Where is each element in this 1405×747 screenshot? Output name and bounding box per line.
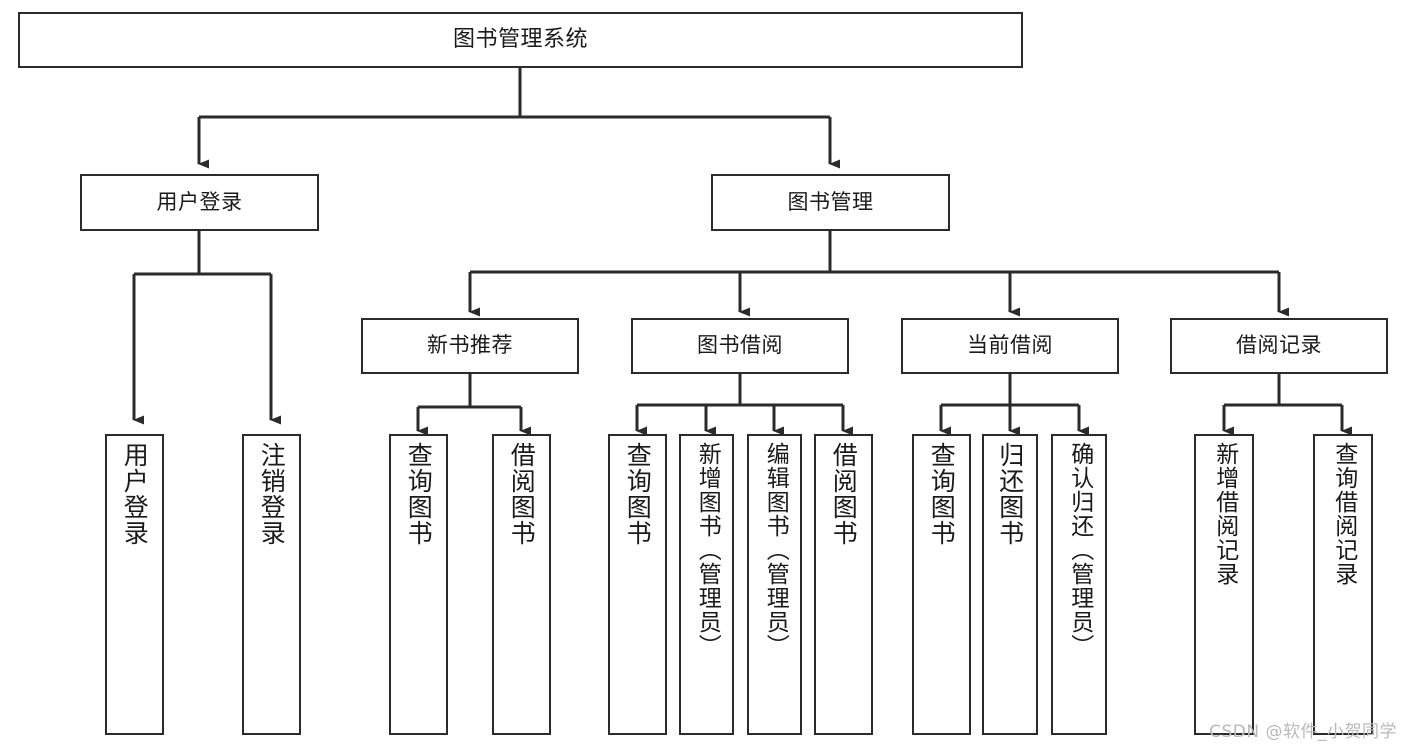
node-label: 编辑图书（管理员） <box>762 442 789 658</box>
node-label: 查询图书 <box>404 442 434 546</box>
node-new-book-recommend[interactable]: 新书推荐 <box>361 318 579 374</box>
node-label: 借阅记录 <box>1236 333 1322 358</box>
node-label: 图书管理 <box>787 189 874 214</box>
watermark-text: CSDN @软件_小贺同学 <box>1209 722 1397 742</box>
leaf-query-book-recommend[interactable]: 查询图书 <box>389 434 448 735</box>
leaf-return-book[interactable]: 归还图书 <box>982 434 1038 735</box>
node-label: 新书推荐 <box>427 333 513 358</box>
node-label: 用户登录 <box>120 442 150 546</box>
leaf-add-borrow-record[interactable]: 新增借阅记录 <box>1194 434 1254 735</box>
node-book-borrow[interactable]: 图书借阅 <box>631 318 849 374</box>
node-book-management[interactable]: 图书管理 <box>711 174 950 231</box>
node-label: 借阅图书 <box>829 442 859 546</box>
node-label: 查询图书 <box>927 442 957 546</box>
leaf-logout[interactable]: 注销登录 <box>242 434 301 735</box>
node-label: 新增借阅记录 <box>1211 442 1238 586</box>
node-root-system[interactable]: 图书管理系统 <box>18 12 1023 68</box>
leaf-confirm-return[interactable]: 确认归还（管理员） <box>1051 434 1107 735</box>
node-label: 注销登录 <box>257 442 287 546</box>
node-label: 当前借阅 <box>967 333 1053 358</box>
node-label: 借阅图书 <box>507 442 537 546</box>
leaf-query-book-current[interactable]: 查询图书 <box>912 434 971 735</box>
node-borrow-record[interactable]: 借阅记录 <box>1170 318 1388 374</box>
leaf-borrow-book[interactable]: 借阅图书 <box>814 434 873 735</box>
node-label: 用户登录 <box>156 189 243 214</box>
node-label: 查询借阅记录 <box>1330 442 1357 586</box>
node-current-borrow[interactable]: 当前借阅 <box>901 318 1119 374</box>
leaf-borrow-book-recommend[interactable]: 借阅图书 <box>492 434 551 735</box>
node-label: 归还图书 <box>995 442 1025 546</box>
node-user-login[interactable]: 用户登录 <box>80 174 319 231</box>
leaf-add-book[interactable]: 新增图书（管理员） <box>679 434 734 735</box>
node-label: 确认归还（管理员） <box>1066 442 1093 658</box>
leaf-query-book-borrow[interactable]: 查询图书 <box>608 434 667 735</box>
node-label: 查询图书 <box>623 442 653 546</box>
leaf-query-borrow-record[interactable]: 查询借阅记录 <box>1313 434 1373 735</box>
node-label: 图书管理系统 <box>452 26 588 52</box>
node-label: 新增图书（管理员） <box>694 442 721 658</box>
leaf-edit-book[interactable]: 编辑图书（管理员） <box>747 434 802 735</box>
node-label: 图书借阅 <box>697 333 783 358</box>
leaf-user-login[interactable]: 用户登录 <box>105 434 164 735</box>
